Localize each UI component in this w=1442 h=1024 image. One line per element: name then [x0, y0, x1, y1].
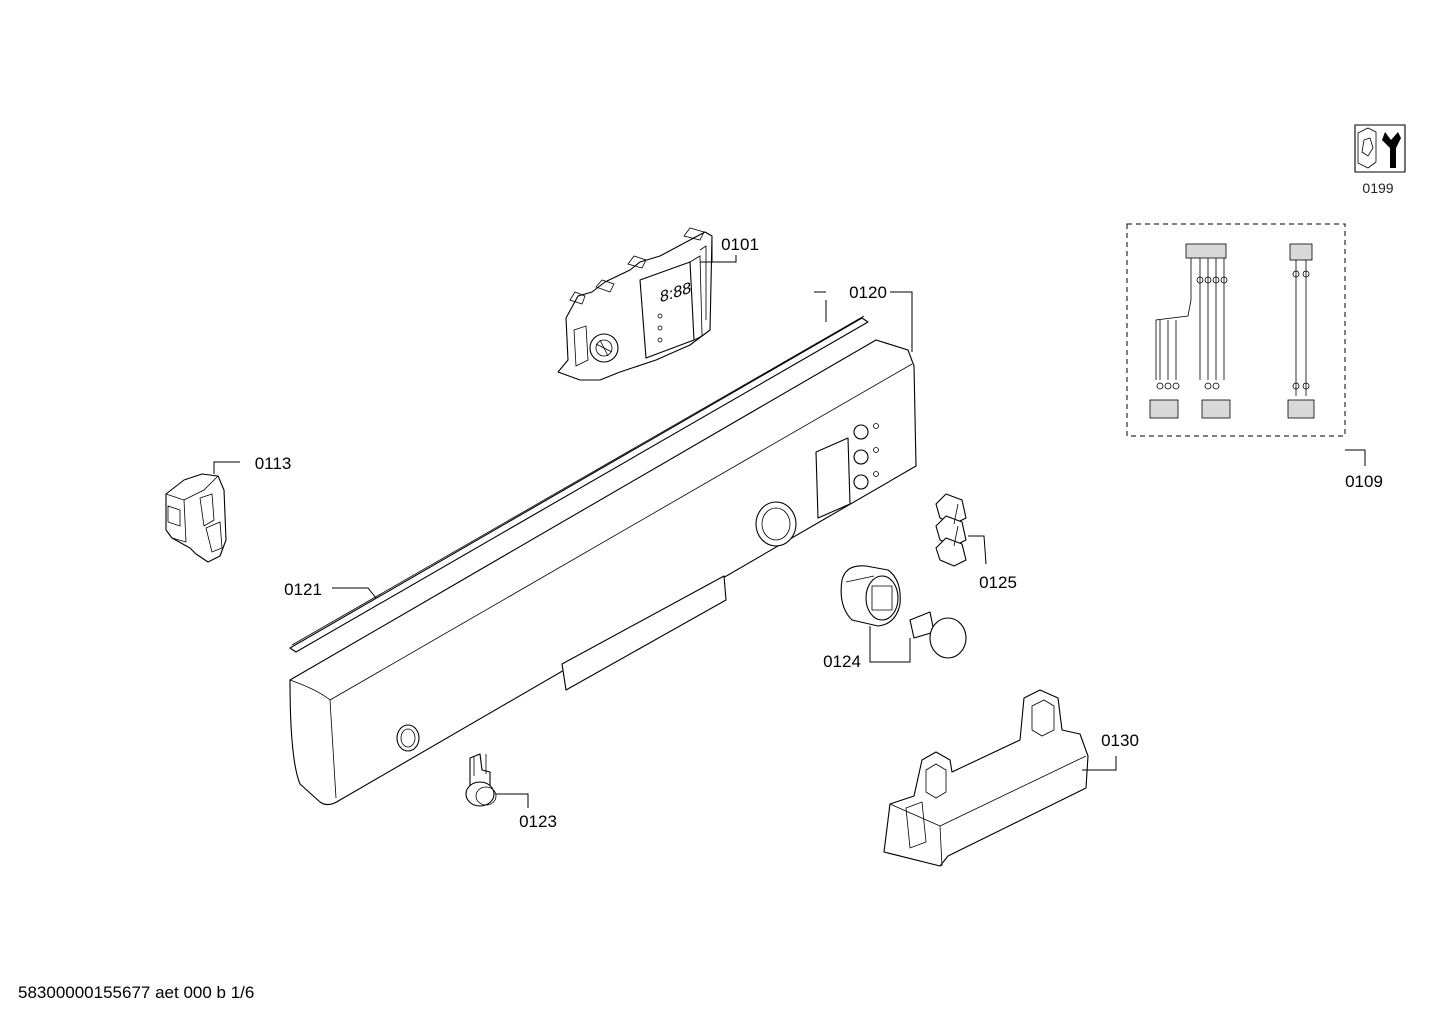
control-module-part: 8:88: [557, 227, 713, 381]
part-label-0101: 0101: [721, 235, 759, 254]
part-label-0120: 0120: [849, 283, 887, 302]
part-label-0123: 0123: [519, 812, 557, 831]
bracket-switch-part: [165, 473, 227, 563]
button-set-part: [935, 493, 967, 567]
trim-strip-part: [289, 315, 869, 653]
part-label-0121: 0121: [284, 580, 322, 599]
document-footer-code: 58300000155677 aet 000 b 1/6: [18, 983, 254, 1002]
service-wrench-icon: [1354, 124, 1406, 173]
part-label-0109: 0109: [1345, 472, 1383, 491]
part-label-0113: 0113: [255, 454, 292, 473]
wiring-harness-part: [1126, 223, 1346, 437]
control-panel-fascia-part: [289, 339, 917, 806]
push-button-part: [465, 753, 497, 807]
housing-cover-part: [883, 689, 1089, 867]
part-label-0199: 0199: [1362, 180, 1393, 196]
part-label-0125: 0125: [979, 573, 1017, 592]
part-label-0124: 0124: [823, 652, 861, 671]
part-label-0130: 0130: [1101, 731, 1139, 750]
rotary-knob-part: [840, 565, 967, 659]
